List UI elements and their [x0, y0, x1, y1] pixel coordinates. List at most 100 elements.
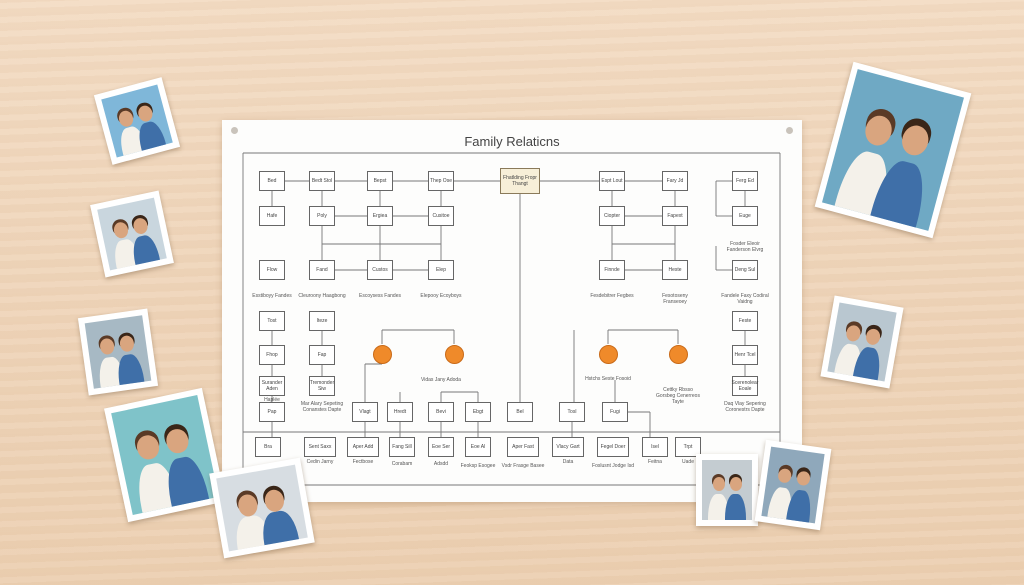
person-node: Pap [259, 402, 285, 422]
photo-image [827, 302, 897, 382]
person-node: Hafe [259, 206, 285, 226]
node-caption: Cleuroony Haagbong [298, 293, 346, 299]
person-node: Bepst [367, 171, 393, 191]
person-node: Finnde [599, 260, 625, 280]
union-marker [598, 344, 618, 364]
photo-image [111, 394, 219, 516]
photo-image [84, 315, 152, 389]
node-caption: Feitna [648, 459, 662, 465]
person-node: Elep [428, 260, 454, 280]
photo-image [97, 197, 167, 271]
person-node: Poly [309, 206, 335, 226]
person-node: Bel [507, 402, 533, 422]
node-caption: Foslusnt Jodge Isd [592, 463, 634, 469]
node-caption: Adsdd [433, 461, 449, 467]
person-node: Isel [642, 437, 668, 457]
person-node: Vlagt [352, 402, 378, 422]
node-caption: Fesdebitrer Fegbes [590, 293, 634, 299]
photo-image [216, 464, 308, 552]
person-node: Fand [309, 260, 335, 280]
node-caption: Hstchs Seste Fosoid [585, 376, 631, 382]
node-caption: Esstiboyy Fandes [252, 293, 292, 299]
person-node: Fap [309, 345, 335, 365]
person-node: Ciopter [599, 206, 625, 226]
person-body [130, 233, 167, 271]
person-body [259, 508, 307, 552]
person-node: Sent Saxx [304, 437, 336, 457]
node-caption: Mar Alary Sepeting Conanstes Dapte [300, 401, 344, 413]
person-node: Fapext [662, 206, 688, 226]
photo-image [761, 446, 825, 524]
node-caption: Fectbose [352, 459, 374, 465]
person-body [115, 353, 150, 389]
photo-two-women [696, 454, 758, 526]
person-node: Deng Sul [732, 260, 758, 280]
node-caption: Vidas Jany Adoda [421, 377, 461, 383]
person-node: Bevi [428, 402, 454, 422]
person-node: Fugi [602, 402, 628, 422]
person-node: Euge [732, 206, 758, 226]
node-caption: Uade [682, 459, 694, 465]
person-node: Espt Lout [599, 171, 625, 191]
person-node: Tremonder Siw [309, 376, 335, 396]
person-node: Ferg Ed [732, 171, 758, 191]
node-caption: Elepooy Ecoyboys [420, 293, 462, 299]
node-caption: Feoksp Esogee [460, 463, 496, 469]
person-node: Cusitoe [428, 206, 454, 226]
photo-three-friends [209, 457, 315, 559]
person-node: Ergiea [367, 206, 393, 226]
person-node: Fary Jd [662, 171, 688, 191]
person-node: Fang Sill [389, 437, 415, 457]
node-caption: Vsdr Frasge Basee [501, 463, 545, 469]
node-caption: Haplée [264, 397, 280, 403]
person-body [707, 493, 730, 520]
connector-lines [242, 152, 781, 486]
person-node: Eoe Al [465, 437, 491, 457]
person-node: Scerenolear Eoale [732, 376, 758, 396]
person-node: Bra [255, 437, 281, 457]
photo-couple-smiling [754, 439, 832, 531]
person-node: Thep Ose [428, 171, 454, 191]
person-node: Eoe Ser [428, 437, 454, 457]
person-node: Surander Aden [259, 376, 285, 396]
photo-father-daughter [90, 190, 174, 278]
node-caption: Cedin Jarny [306, 459, 334, 465]
node-caption: Data [562, 459, 574, 465]
person-face [712, 476, 725, 491]
node-caption: Escoysess Fandes [359, 293, 401, 299]
person-body [724, 493, 747, 520]
person-node: Heste [662, 260, 688, 280]
pin-hole [786, 127, 793, 134]
person-node: Fegel Doer [597, 437, 629, 457]
node-caption: Fosder Eleoir Fanderson Elvrg [726, 241, 764, 253]
person-node: Trpt [675, 437, 701, 457]
node-caption: Fesotoseny Franseoey [662, 293, 688, 305]
union-marker [372, 344, 392, 364]
diagram-title: Family Relaticns [464, 134, 560, 149]
person-node: Henr Tcel [732, 345, 758, 365]
person-node: Tost [259, 311, 285, 331]
photo-mother-daughters [820, 295, 904, 389]
person-face [118, 335, 135, 354]
person-node: Aper Add [347, 437, 379, 457]
person-face [729, 476, 742, 491]
person-node: Ebgt [465, 402, 491, 422]
person-node: Bedt Stol [309, 171, 335, 191]
node-caption: Fandele Faxy Codiral Vaidng [721, 293, 769, 305]
root-node: Fhatlding Fropr Thangt [500, 168, 540, 194]
pin-hole [231, 127, 238, 134]
person-face [795, 470, 811, 487]
node-caption: Daq Vlay Sepering Coronestrs Dapte [724, 401, 766, 413]
person-node: Iteze [309, 311, 335, 331]
person-node: Tosl [559, 402, 585, 422]
person-node: Feste [732, 311, 758, 331]
photo-couple-portrait [77, 308, 159, 396]
person-node: Flow [259, 260, 285, 280]
person-node: Bed [259, 171, 285, 191]
person-node: Hredt [387, 402, 413, 422]
photo-image [101, 84, 173, 158]
person-node: Custos [367, 260, 393, 280]
union-marker [444, 344, 464, 364]
node-caption: Cettky Rbsso Gorsbeg Cenerreos Tayte [656, 387, 700, 405]
